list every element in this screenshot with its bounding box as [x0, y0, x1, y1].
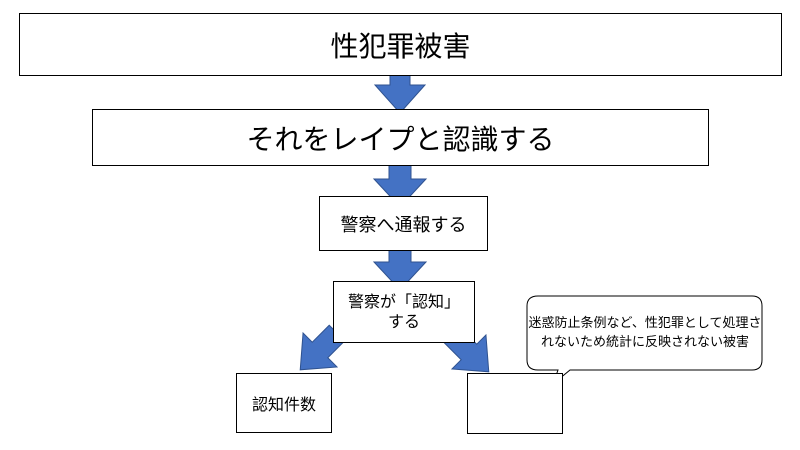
box-count-label: 認知件数: [251, 395, 316, 414]
box-fourth-label-line2: する: [387, 312, 420, 331]
box-recognize-as-rape: それをレイプと認識する: [92, 109, 709, 166]
box-second-label: それをレイプと認識する: [246, 122, 555, 156]
box-police-recognize: 警察が「認知」 する: [333, 281, 475, 343]
box-third-label: 警察へ通報する: [340, 214, 467, 236]
box-report-to-police: 警察へ通報する: [319, 196, 488, 251]
box-top-label: 性犯罪被害: [330, 29, 471, 63]
callout-text: 迷惑防止条例など、性犯罪として処理されないため統計に反映されない被害: [528, 316, 762, 350]
box-unreported-empty: [467, 373, 563, 434]
box-sexual-crime-victim: 性犯罪被害: [19, 13, 782, 76]
box-fourth-label-line1: 警察が「認知」: [347, 292, 460, 311]
box-recognized-count: 認知件数: [236, 373, 332, 433]
